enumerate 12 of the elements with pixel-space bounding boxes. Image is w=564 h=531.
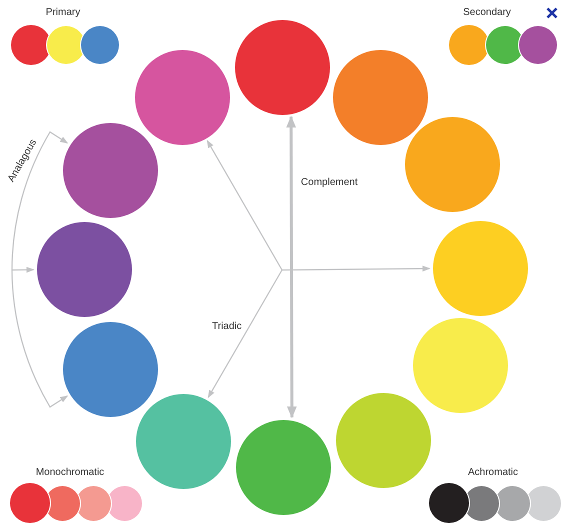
- arrow: [11, 131, 68, 270]
- arrow: [12, 266, 34, 273]
- group-heading: Achromatic: [468, 467, 518, 479]
- arrow: [208, 270, 283, 398]
- arrow: [206, 140, 283, 270]
- group-heading: Primary: [46, 7, 80, 19]
- arrow: [286, 116, 297, 418]
- arrow: [11, 270, 68, 408]
- arrow: [282, 266, 430, 272]
- edge-label: Complement: [298, 176, 360, 189]
- group-heading: Secondary: [463, 7, 511, 19]
- group-heading: Monochromatic: [36, 467, 104, 479]
